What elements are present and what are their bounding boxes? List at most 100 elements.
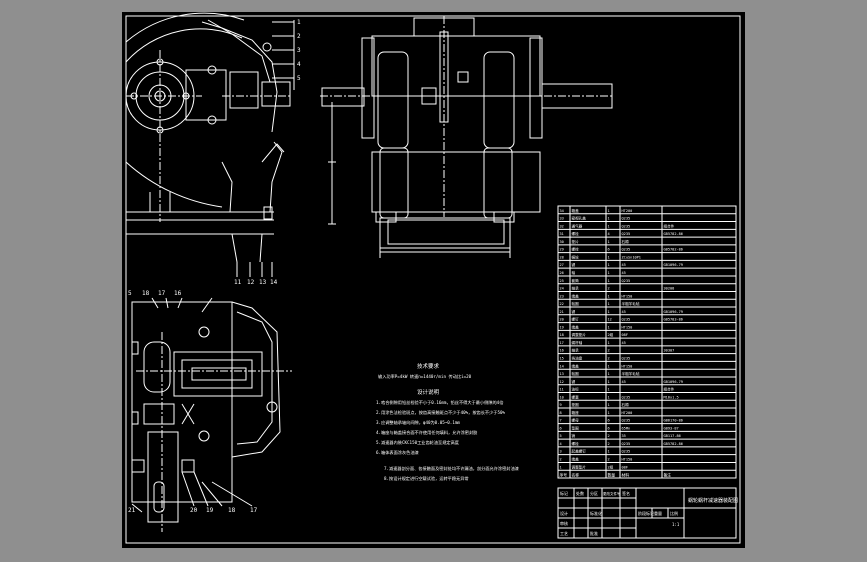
bom-cell: 螺栓 <box>572 441 580 446</box>
notes-footer-2: 8.按设计规定进行空载试验，运转平稳无异常 <box>384 475 469 482</box>
bom-cell: 11 <box>560 388 564 392</box>
bom-cell: 28 <box>560 255 564 259</box>
bom-cell: 1 <box>608 372 610 376</box>
callout-section-18b: 18 <box>228 507 236 514</box>
bom-cell: 端盖 <box>572 293 580 298</box>
bom-cell: 组合件 <box>664 223 675 228</box>
bom-cell: M16x1.5 <box>664 395 679 399</box>
bom-cell: 垫片 <box>572 239 580 244</box>
bom-cell: 20 <box>560 318 564 322</box>
bom-cell: 油标 <box>572 387 580 392</box>
bom-cell: 1 <box>608 224 610 228</box>
tb-label-design: 设计 <box>560 510 568 516</box>
bom-cell: 半粗羊毛毡 <box>622 371 640 376</box>
bom-cell: GB117-86 <box>664 434 681 438</box>
bom-cell: 1 <box>608 380 610 384</box>
bom-cell: 19 <box>560 325 564 329</box>
bom-cell: 轴承 <box>572 286 580 291</box>
drawing-sheet: 1 2 3 4 5 11 12 13 14 <box>122 12 745 548</box>
bom-cell: GB1096-79 <box>664 263 683 267</box>
bom-cell: 16 <box>560 349 564 353</box>
bom-cell: Q235 <box>622 217 631 221</box>
bom-cell: 9 <box>560 403 562 407</box>
bom-cell: 键 <box>572 379 576 384</box>
bom-cell: 45 <box>622 263 626 267</box>
tb-label-approve: 批准 <box>590 530 598 536</box>
tb-label-count: 处数 <box>576 490 584 496</box>
notes-line-5: 5.减速器内装CKC150工业齿轮油至规定高度 <box>376 439 460 446</box>
bom-cell: 12 <box>560 380 564 384</box>
bom-cell: 石棉 <box>622 402 630 407</box>
bom-cell: 10 <box>560 395 564 399</box>
tb-label-stage: 阶段标记 <box>638 510 654 516</box>
technical-notes: 技术要求 输入功率P=4kW 转速n=1440r/min 传动比i=20 设计说… <box>376 362 519 482</box>
bom-cell: 1 <box>608 217 610 221</box>
bom-cell: 轴承 <box>572 348 580 353</box>
bom-cell: 3 <box>560 450 562 454</box>
bom-cell: 毡圈 <box>572 301 580 306</box>
bom-cell: GB1096-79 <box>664 310 683 314</box>
bom-cell: 2 <box>608 356 610 360</box>
bom-header-cell: 备注 <box>664 472 672 477</box>
bom-cell: 1 <box>608 255 610 259</box>
callout-section-17b: 17 <box>250 507 258 514</box>
notes-line-6: 6.箱体表面涂灰色油漆 <box>376 449 419 456</box>
bom-cell: 半粗羊毛毡 <box>622 301 640 306</box>
bom-cell: 32 <box>560 224 564 228</box>
bom-cell: 27 <box>560 263 564 267</box>
bom-cell: 2 <box>560 458 562 462</box>
bom-cell: 34 <box>560 209 564 213</box>
section-view <box>131 297 292 532</box>
bom-cell: 14 <box>560 364 564 368</box>
bom-cell: Q235 <box>622 450 631 454</box>
callout-section-5: 5 <box>128 290 132 297</box>
bom-cell: Q235 <box>622 442 631 446</box>
notes-heading: 设计说明 <box>417 388 440 396</box>
bom-cell: 1 <box>608 294 610 298</box>
bom-cell: 30 <box>560 240 564 244</box>
bom-cell: 轴 <box>572 270 576 275</box>
bom-cell: 08F <box>622 465 629 469</box>
bom-cell: 套筒 <box>572 278 580 283</box>
bom-header-cell: 序号 <box>560 472 568 477</box>
bom-cell: Q235 <box>622 318 631 322</box>
notes-line-2: 2.用涂色法检验斑点，按齿高接触斑点不少于40%，按齿长不少于50% <box>376 409 506 416</box>
bom-cell: 垫圈 <box>572 425 580 430</box>
notes-tech-line: 输入功率P=4kW 转速n=1440r/min 传动比i=20 <box>378 373 472 380</box>
callout-11: 11 <box>234 279 242 286</box>
bom-cell: 垫圈 <box>572 402 580 407</box>
notes-line-1: 1.啮合侧隙用铅丝检验不小于0.16mm，铅丝不得大于最小侧隙的4倍 <box>376 399 503 406</box>
bom-cell: 销 <box>572 433 576 438</box>
bom-cell: 1 <box>608 240 610 244</box>
bom-frame <box>557 205 737 479</box>
bom-cell: ZCuSn10P1 <box>622 255 641 259</box>
bom-cell: 30208 <box>664 287 675 291</box>
tb-label-standard: 标准化 <box>590 510 602 516</box>
bom-cell: 1 <box>608 388 610 392</box>
bom-cell: 18 <box>560 333 564 337</box>
bom-cell: GB5783-86 <box>664 318 683 322</box>
bom-cell: 螺塞 <box>572 394 580 399</box>
bom-cell: 33 <box>560 217 564 221</box>
callout-section-18: 18 <box>142 290 150 297</box>
bom-cell: 08F <box>622 333 629 337</box>
bom-cell: 45 <box>622 341 626 345</box>
bom-cell: GB93-87 <box>664 426 679 430</box>
bom-cell: 1 <box>608 403 610 407</box>
bom-cell: 螺栓 <box>572 247 580 252</box>
bom-cell: 65Mn <box>622 426 631 430</box>
tb-label-scale: 比例 <box>670 510 678 516</box>
bom-header-cell: 材料 <box>622 472 630 477</box>
bom-cell: 组合件 <box>664 387 675 392</box>
notes-line-3: 3.应调整轴承轴向间隙，φ40为0.05~0.1mm <box>376 419 460 426</box>
bom-cell: 25 <box>560 279 564 283</box>
bom-cell: GB1096-79 <box>664 380 683 384</box>
bom-cell: 1 <box>608 209 610 213</box>
callout-2: 2 <box>297 33 301 40</box>
bom-cell: 1 <box>608 302 610 306</box>
bom-cell: 通气器 <box>572 223 583 228</box>
bom-cell: 1 <box>608 341 610 345</box>
tb-label-zone: 分区 <box>590 490 598 496</box>
bom-cell: 2组 <box>608 332 614 337</box>
